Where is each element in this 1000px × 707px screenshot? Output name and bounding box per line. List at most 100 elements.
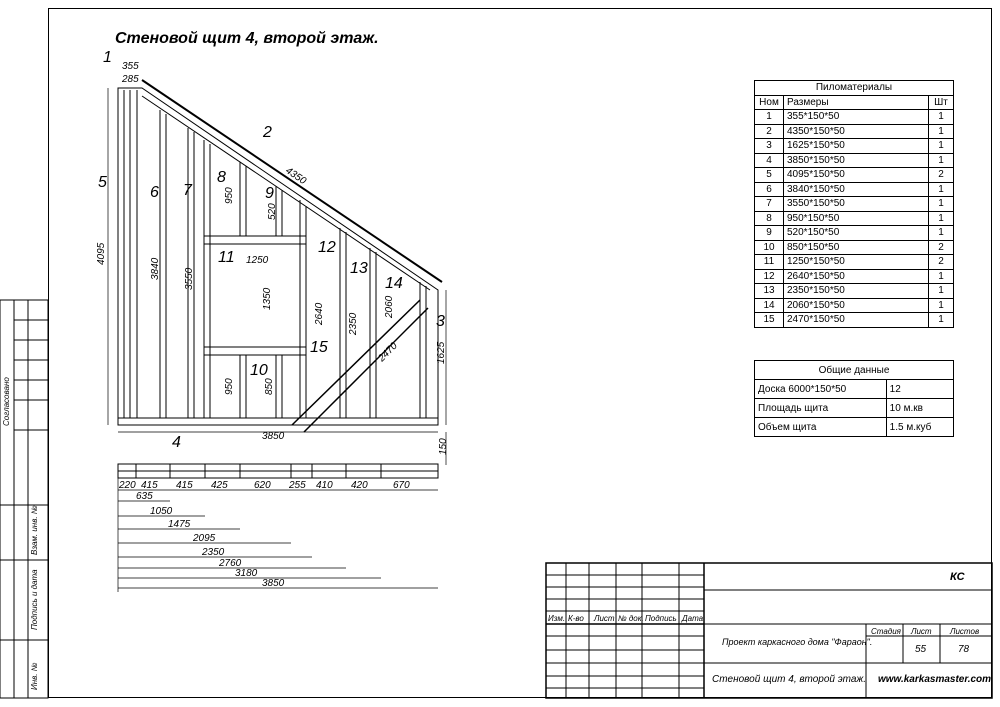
- part-label-11: 11: [218, 249, 235, 266]
- title-block-grid: [545, 562, 993, 699]
- part-label-10: 10: [250, 362, 268, 379]
- tb-header-izm: Изм.: [548, 614, 566, 623]
- dim-1625: 1625: [436, 341, 447, 364]
- cumulative-4: 2350: [201, 547, 225, 558]
- part-label-5: 5: [98, 174, 107, 191]
- stamp-sign-date: Подпись и дата: [30, 569, 39, 630]
- part-label-6: 6: [150, 184, 159, 201]
- tb-header-date: Дата: [682, 614, 704, 623]
- dim-4095: 4095: [96, 242, 107, 265]
- drawing-title: Стеновой щит 4, второй этаж.: [115, 30, 379, 47]
- cumulative-dim-lines: [107, 88, 447, 592]
- dim-150: 150: [438, 438, 449, 455]
- lumber-cell-qty: 1: [928, 268, 954, 284]
- header-top: [203, 235, 307, 245]
- lumber-cell-qty: 2: [928, 254, 954, 270]
- general-cell-label: Объем щита: [754, 417, 887, 437]
- sheets-total: 78: [958, 644, 970, 655]
- part-label-15: 15: [310, 339, 328, 356]
- project-name: Проект каркасного дома "Фараон".: [722, 637, 873, 647]
- lumber-cell-size: 2350*150*50: [783, 283, 929, 299]
- diagonal-brace: [291, 299, 421, 426]
- cumulative-7: 3850: [262, 578, 285, 589]
- part-label-2: 2: [262, 124, 272, 141]
- dim-3840: 3840: [150, 257, 161, 280]
- spacing-0: 220: [118, 480, 136, 491]
- spacing-1: 415: [141, 480, 158, 491]
- spacing-6: 410: [316, 480, 333, 491]
- bottom-view-studs: [135, 464, 382, 478]
- lumber-cell-size: 1625*150*50: [783, 138, 929, 154]
- lumber-cell-num: 1: [754, 109, 784, 125]
- spacing-5: 255: [288, 480, 306, 491]
- general-cell-value: 12: [885, 379, 955, 399]
- lumber-cell-num: 4: [754, 152, 784, 168]
- spacing-2: 415: [176, 480, 193, 491]
- lumber-cell-num: 13: [754, 283, 784, 299]
- dim-850: 850: [264, 378, 275, 395]
- lumber-cell-qty: 1: [928, 123, 954, 139]
- top-chord: [141, 79, 443, 283]
- general-cell-value: 1.5 м.куб: [885, 417, 955, 437]
- lumber-cell-size: 850*150*50: [783, 239, 929, 255]
- general-table-title: Общие данные: [754, 360, 954, 380]
- lumber-cell-num: 3: [754, 138, 784, 154]
- spacing-8: 670: [393, 480, 410, 491]
- lumber-cell-size: 2470*150*50: [783, 312, 929, 328]
- sheets-label: Листов: [950, 627, 980, 636]
- spacing-row: 220 415 415 425 620 255 410 420 670: [118, 480, 410, 491]
- lumber-cell-qty: 1: [928, 181, 954, 197]
- stage-label: Стадия: [871, 627, 901, 636]
- lumber-header-size: Размеры: [783, 94, 929, 110]
- lumber-cell-qty: 2: [928, 239, 954, 255]
- lumber-cell-size: 3850*150*50: [783, 152, 929, 168]
- part-label-12: 12: [318, 239, 336, 256]
- lumber-cell-size: 520*150*50: [783, 225, 929, 241]
- cumulative-1: 1050: [150, 506, 173, 517]
- lumber-cell-size: 3550*150*50: [783, 196, 929, 212]
- sheet-number: 55: [915, 644, 927, 655]
- part-label-13: 13: [350, 260, 368, 277]
- panel-outline: [117, 87, 439, 426]
- cumulative-5: 2760: [218, 558, 242, 569]
- lumber-cell-num: 12: [754, 268, 784, 284]
- website: www.karkasmaster.com: [878, 674, 992, 685]
- lumber-cell-size: 4095*150*50: [783, 167, 929, 183]
- dim-2060: 2060: [384, 295, 395, 319]
- lumber-cell-num: 5: [754, 167, 784, 183]
- document-code: КС: [950, 571, 965, 583]
- lumber-cell-num: 8: [754, 210, 784, 226]
- lumber-cell-size: 2640*150*50: [783, 268, 929, 284]
- stamp-agreed: Согласовано: [2, 377, 11, 426]
- lumber-cell-num: 10: [754, 239, 784, 255]
- lumber-cell-qty: 1: [928, 210, 954, 226]
- dim-355: 355: [122, 61, 139, 72]
- lumber-cell-qty: 1: [928, 297, 954, 313]
- spacing-3: 425: [211, 480, 228, 491]
- lumber-cell-num: 15: [754, 312, 784, 328]
- stamp-replace-inv: Взам. инв. №: [30, 505, 39, 555]
- dim-2350: 2350: [348, 312, 359, 336]
- dim-2470: 2470: [376, 340, 401, 365]
- lumber-cell-qty: 1: [928, 109, 954, 125]
- tb-header-list: Лист: [594, 614, 615, 623]
- sheet-label: Лист: [911, 627, 932, 636]
- spacing-7: 420: [351, 480, 368, 491]
- cumulative-2: 1475: [168, 519, 191, 530]
- part-label-4: 4: [172, 434, 181, 451]
- dim-1250: 1250: [246, 255, 269, 266]
- part-label-9: 9: [265, 185, 274, 202]
- lumber-cell-num: 9: [754, 225, 784, 241]
